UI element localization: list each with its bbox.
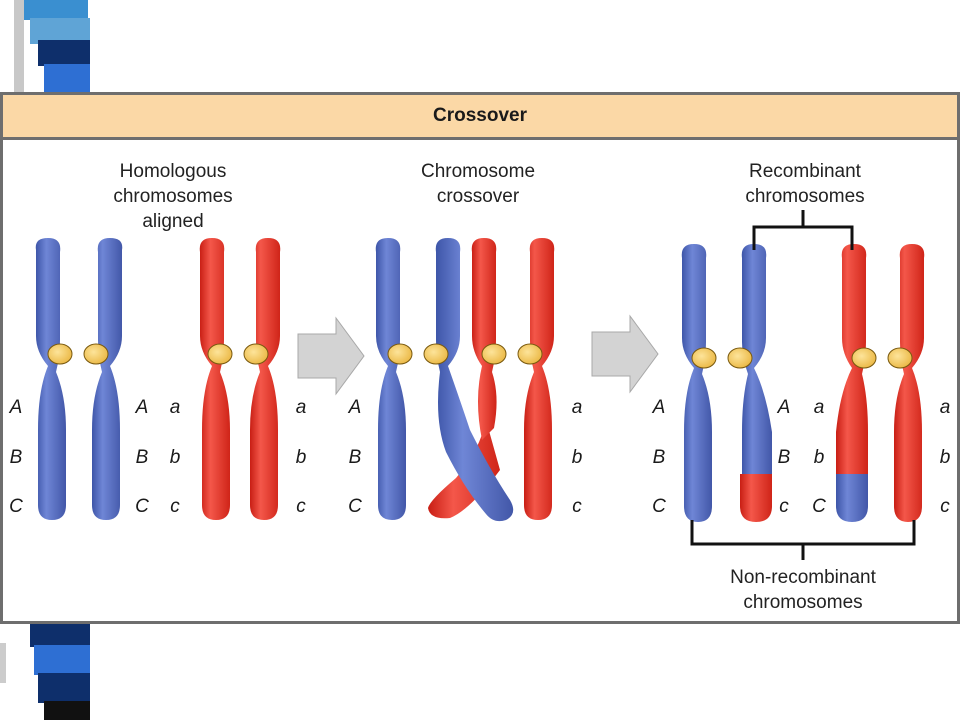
gene-label-a: a [939,397,951,418]
centromeres [47,343,913,369]
gene-label-B: B [9,447,23,468]
caption-recombinant: Recombinant chromosomes [745,161,865,207]
gene-label-a: a [813,397,825,418]
gene-label-C: C [348,496,362,517]
slide-decoration-bottom [0,623,108,720]
gene-label-A: A [348,397,362,418]
gene-label-C: C [135,496,149,517]
chromatid-blue-right [92,238,123,520]
recombinant-red-segment [740,474,772,522]
centromere [207,343,233,365]
gene-label-a: a [169,397,181,418]
gene-label-C: C [652,496,666,517]
gene-label-C: C [9,496,23,517]
chromatid-blue-recombinant [741,244,772,474]
chromatid-red-left [199,238,230,520]
slide-decoration-top [0,0,108,93]
chromatid-red-inner [471,238,497,440]
gene-label-c: c [940,496,950,517]
gene-label-b: b [295,447,307,468]
gene-label-b: b [939,447,951,468]
gene-label-A: A [135,397,149,418]
gene-label-c: c [572,496,582,517]
gene-label-A: A [777,397,791,418]
gene-label-A: A [9,397,23,418]
arrow-step-1 [297,316,365,396]
gene-label-c: c [779,496,789,517]
chromatid-blue-outer [375,238,406,520]
figure-title: Crossover [3,95,957,140]
bracket-non-recombinant [690,520,916,560]
centromere [47,343,73,365]
arrow-step-2 [591,314,659,394]
pair-blue-crossing [375,238,514,522]
caption-homologous-aligned: Homologous chromosomes aligned [113,161,233,232]
gene-label-a: a [295,397,307,418]
centromere [83,343,109,365]
caption-non-recombinant: Non-recombinant chromosomes [730,567,876,613]
pair-red-crossing [471,238,555,520]
gene-label-c: c [170,496,180,517]
chromatid-red-outer [524,238,555,520]
gene-label-C: C [812,496,826,517]
gene-label-B: B [652,447,666,468]
recombinant-blue-segment [836,474,868,522]
chromatid-blue-crossed [435,238,514,522]
centromere [727,347,753,369]
gene-label-B: B [135,447,149,468]
chromatid-red-nonrecombinant [894,244,925,522]
chromatid-blue-left [35,238,66,520]
gene-label-b: b [169,447,181,468]
gene-label-A: A [652,397,666,418]
gene-label-a: a [571,397,583,418]
pair-blue-aligned [35,238,123,520]
centromere [851,347,877,369]
centromere [691,347,717,369]
chromatid-red-right [250,238,281,520]
centromere [423,343,449,365]
centromere [887,347,913,369]
gene-label-B: B [777,447,791,468]
bracket-recombinant [752,210,854,250]
centromere [387,343,413,365]
gene-label-c: c [296,496,306,517]
gene-label-b: b [813,447,825,468]
chromatid-blue-nonrecombinant [681,244,712,522]
pair-blue-result [681,244,772,522]
centromere [481,343,507,365]
gene-label-B: B [348,447,362,468]
caption-chromosome-crossover: Chromosome crossover [420,161,536,207]
pair-red-aligned [199,238,281,520]
pair-red-result [836,244,925,522]
centromere [243,343,269,365]
centromere [517,343,543,365]
gene-label-b: b [571,447,583,468]
